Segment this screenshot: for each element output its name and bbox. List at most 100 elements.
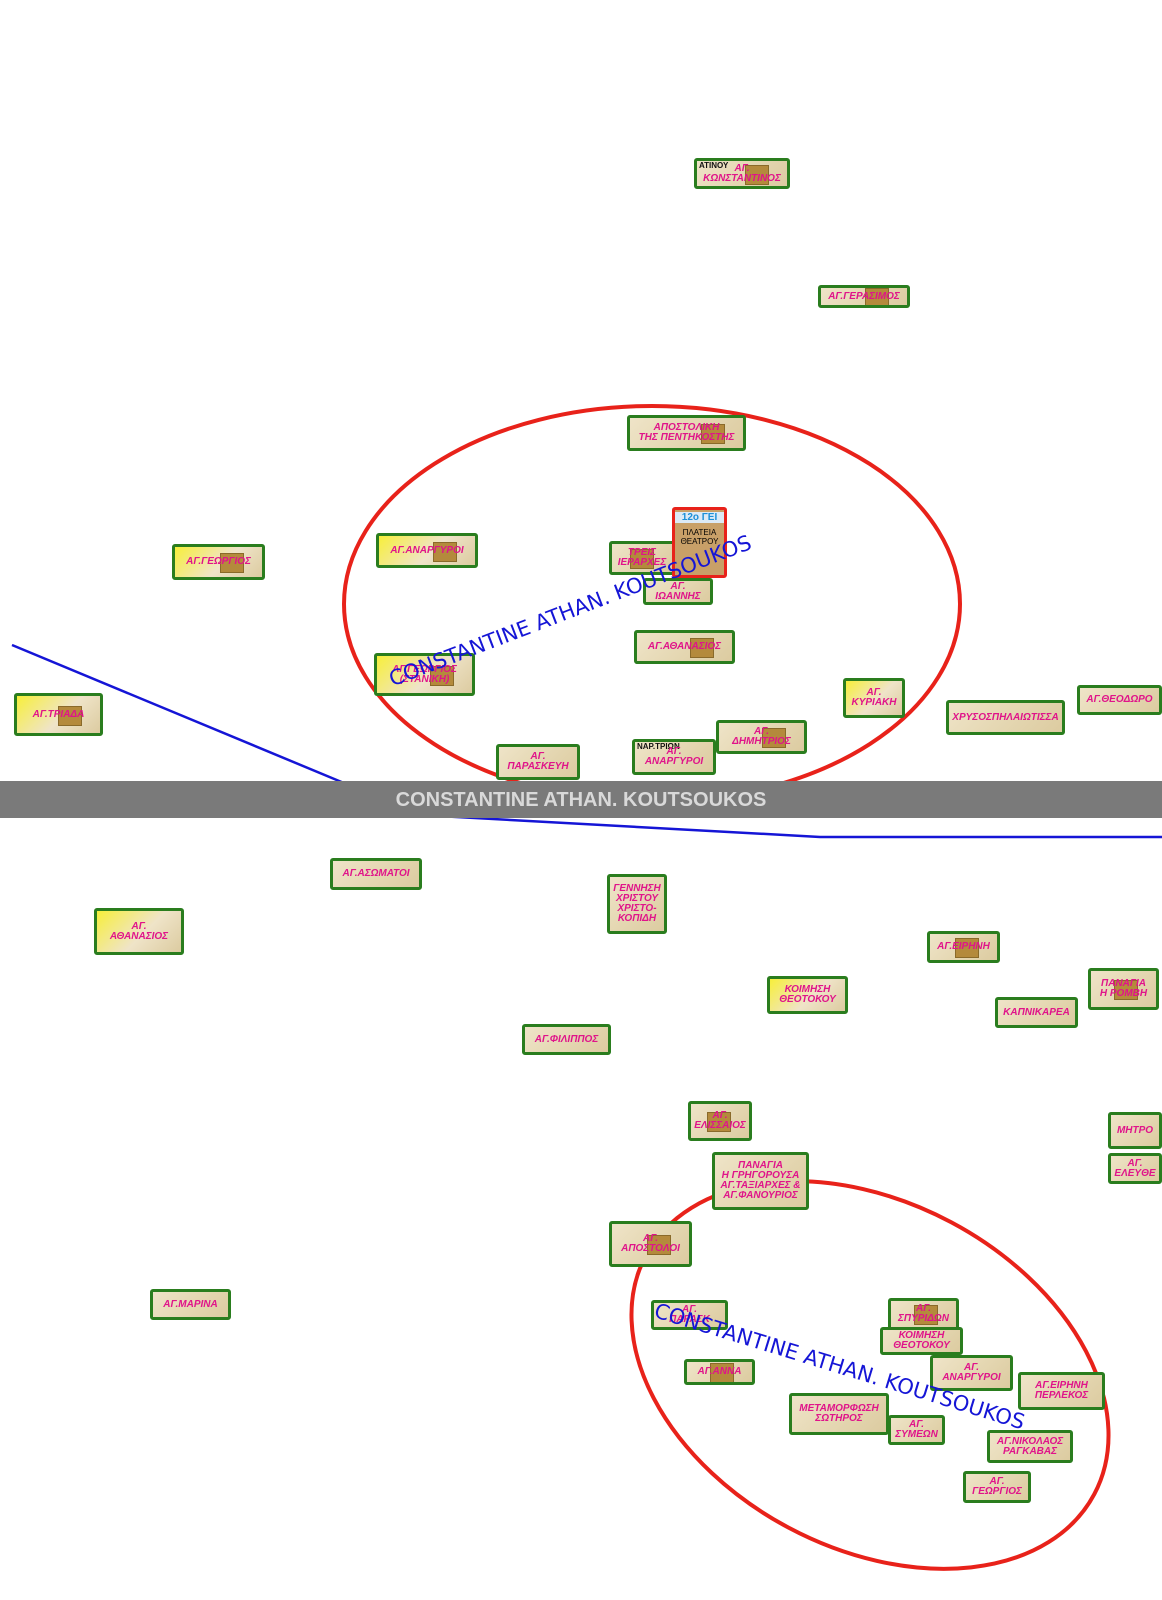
church-label: ΜΗΤΡΟ	[1116, 1124, 1154, 1136]
church-label: ΑΓ. ΠΑΡΑΣΚΕΥΗ	[507, 751, 569, 772]
church-ag-ioannis[interactable]: ΑΓ. ΙΩΑΝΝΗΣ	[643, 578, 713, 605]
church-ag-anargyroi-south[interactable]: ΝΑΡ.ΤΡΙΩΝ ΑΓ. ΑΝΑΡΓΥΡΟΙ	[632, 739, 716, 775]
church-ag-theodoroi[interactable]: ΑΓ.ΘΕΟΔΩΡΟ	[1077, 685, 1162, 715]
church-label: ΑΓ. ΣΥΜΕΩΝ	[895, 1419, 938, 1440]
church-building-icon	[707, 1112, 731, 1132]
church-ag-asomatoi[interactable]: ΑΓ.ΑΣΩΜΑΤΟΙ	[330, 858, 422, 890]
church-label: ΑΓ. ΑΝΑΡΓΥΡΟΙ	[644, 746, 704, 767]
church-ag-athanasios[interactable]: ΑΓ.ΑΘΑΝΑΣΙΟΣ	[634, 630, 735, 664]
church-building-icon	[58, 705, 82, 726]
church-label: ΑΓ.ΜΑΡΙΝΑ	[163, 1298, 218, 1310]
church-label: ΑΓ.ΝΙΚΟΛΑΟΣ ΡΑΓΚΑΒΑΣ	[996, 1435, 1064, 1457]
church-ag-athanasios-west[interactable]: ΑΓ. ΑΘΑΝΑΣΙΟΣ	[94, 908, 184, 955]
church-label: ΑΓ.ΕΙΡΗΝΗ ΠΕΡΛΕΚΟΣ	[1034, 1380, 1089, 1401]
church-ag-paraskevi[interactable]: ΑΓ. ΠΑΡΑΣΚΕΥΗ	[496, 744, 580, 780]
church-label: ΑΓ. ΑΠΟΣΤΟΛΟΙ	[621, 1233, 680, 1254]
church-label: ΜΕΤΑΜΟΡΦΩΣΗ ΣΩΤΗΡΟΣ	[799, 1403, 879, 1424]
highlight-circle-lower	[629, 1179, 1111, 1571]
church-label: ΑΓ.ΓΕΩΡΓΙΟΣ (ΣΤΑΝΙΚΗ)	[392, 663, 457, 685]
street-label: ΑΤΙΝΟΥ	[699, 161, 729, 170]
church-building-icon	[865, 288, 889, 305]
church-gennisi-christou[interactable]: ΓΕΝΝΗΣΗ ΧΡΙΣΤΟΥ ΧΡΙΣΤΟ- ΚΟΠΙΔΗ	[607, 874, 667, 934]
church-treis-ierarches[interactable]: ΤΡΕΙΣ ΙΕΡΑΡΧΕΣ	[609, 541, 675, 575]
church-ag-symeon[interactable]: ΑΓ. ΣΥΜΕΩΝ	[888, 1415, 945, 1445]
church-label: ΑΓ. ΚΩΝΣΤΑΝΤΙΝΟΣ	[703, 162, 781, 184]
church-label: ΑΓ.ΓΕΩΡΓΙΟΣ	[186, 556, 251, 567]
church-apostoliki-pentikostis[interactable]: ΑΠΟΣΤΟΛΙΚΗ ΤΗΣ ΠΕΝΤΗΚΟΣΤΗΣ	[627, 415, 746, 451]
church-label: ΤΡΕΙΣ ΙΕΡΑΡΧΕΣ	[617, 547, 667, 568]
church-building-icon	[690, 638, 714, 658]
church-panagia-grigorousa[interactable]: ΠΑΝΑΓΙΑ Η ΓΡΗΓΟΡΟΥΣΑ ΑΓ.ΤΑΞΙΑΡΧΕΣ & ΑΓ.Φ…	[712, 1152, 809, 1210]
church-ag-marina[interactable]: ΑΓ.ΜΑΡΙΝΑ	[150, 1289, 231, 1320]
church-ag-eleftherios[interactable]: ΑΓ. ΕΛΕΥΘΕ	[1108, 1153, 1162, 1184]
church-label: ΑΓ.ΑΣΩΜΑΤΟΙ	[342, 868, 410, 879]
church-building-icon	[220, 553, 244, 573]
church-label: ΑΓ. ΠΑΡΑΣΚ	[669, 1304, 710, 1325]
church-building-icon	[710, 1363, 734, 1382]
watermark-banner-text: CONSTANTINE ATHAN. KOUTSOUKOS	[395, 789, 767, 811]
theatre-square[interactable]: 12ο ΓΕΙ ΠΛΑΤΕΙΑ ΘΕΑΤΡΟΥ	[672, 507, 727, 578]
church-koimisi-theotokou-north[interactable]: ΚΟΙΜΗΣΗ ΘΕΟΤΟΚΟΥ	[767, 976, 848, 1014]
church-ag-triada[interactable]: ΑΓ.ΤΡΙΑΔΑ	[14, 693, 103, 736]
church-ag-anargyroi-plaka[interactable]: ΑΓ. ΑΝΑΡΓΥΡΟΙ	[930, 1355, 1013, 1391]
church-label: ΑΓ.ΑΝΑΡΓΥΡΟΙ	[390, 544, 464, 556]
church-building-icon	[430, 665, 454, 686]
church-ag-kyriaki[interactable]: ΑΓ. ΚΥΡΙΑΚΗ	[843, 678, 905, 718]
church-ag-georgios-west[interactable]: ΑΓ.ΓΕΩΡΓΙΟΣ	[172, 544, 265, 580]
church-label: ΠΑΝΑΓΙΑ Η ΓΡΗΓΟΡΟΥΣΑ ΑΓ.ΤΑΞΙΑΡΧΕΣ & ΑΓ.Φ…	[720, 1160, 801, 1201]
church-label: ΚΑΠΝΙΚΑΡΕΑ	[1003, 1006, 1070, 1018]
church-label: ΑΓ. ΕΛΕΥΘΕ	[1114, 1157, 1156, 1179]
theatre-number: 12ο ΓΕΙ	[675, 512, 724, 523]
church-label: ΑΓ.ΤΡΙΑΔΑ	[32, 708, 85, 720]
church-label: ΑΓ.ΑΝΝΑ	[697, 1366, 742, 1377]
church-mitropoli[interactable]: ΜΗΤΡΟ	[1108, 1112, 1162, 1149]
church-ag-gerasimos[interactable]: ΑΓ.ΓΕΡΑΣΙΜΟΣ	[818, 285, 910, 308]
church-ag-dimitrios[interactable]: ΑΓ. ΔΗΜΗΤΡΙΟΣ	[716, 720, 807, 754]
church-kapnikarea[interactable]: ΚΑΠΝΙΚΑΡΕΑ	[995, 997, 1078, 1028]
church-ag-georgios-staniki[interactable]: ΑΓ.ΓΕΩΡΓΙΟΣ (ΣΤΑΝΙΚΗ)	[374, 653, 475, 696]
church-chrysospiliotissa[interactable]: ΧΡΥΣΟΣΠΗΛΑΙΩΤΙΣΣΑ	[946, 700, 1065, 735]
church-ag-filippos[interactable]: ΑΓ.ΦΙΛΙΠΠΟΣ	[522, 1024, 611, 1055]
church-koimisi-theotokou-south[interactable]: ΚΟΙΜΗΣΗ ΘΕΟΤΟΚΟΥ	[880, 1327, 963, 1355]
church-metamorfosi-sotiros[interactable]: ΜΕΤΑΜΟΡΦΩΣΗ ΣΩΤΗΡΟΣ	[789, 1393, 889, 1435]
church-label: ΑΓ.ΓΕΡΑΣΙΜΟΣ	[828, 290, 900, 302]
church-label: ΑΓ.ΕΙΡΗΝΗ	[937, 941, 990, 952]
church-label: ΚΟΙΜΗΣΗ ΘΕΟΤΟΚΟΥ	[779, 984, 836, 1005]
church-building-icon	[630, 549, 654, 569]
church-label: ΑΓ. ΑΝΑΡΓΥΡΟΙ	[942, 1362, 1001, 1383]
church-building-icon	[433, 541, 457, 562]
church-label: ΑΓ. ΕΛΙΣΣΑΙΟΣ	[694, 1110, 746, 1131]
church-label: ΑΓ.ΘΕΟΔΩΡΟ	[1086, 694, 1153, 705]
church-ag-eirini[interactable]: ΑΓ.ΕΙΡΗΝΗ	[927, 931, 1000, 963]
church-label: ΑΓ. ΚΥΡΙΑΚΗ	[851, 687, 897, 708]
theatre-square-label: ΠΛΑΤΕΙΑ ΘΕΑΤΡΟΥ	[680, 528, 719, 546]
church-ag-nikolaos-ragkavas[interactable]: ΑΓ.ΝΙΚΟΛΑΟΣ ΡΑΓΚΑΒΑΣ	[987, 1430, 1073, 1463]
church-label: ΑΠΟΣΤΟΛΙΚΗ ΤΗΣ ΠΕΝΤΗΚΟΣΤΗΣ	[638, 422, 735, 443]
church-ag-anna[interactable]: ΑΓ.ΑΝΝΑ	[684, 1359, 755, 1385]
church-building-icon	[1114, 980, 1138, 1000]
church-label: ΑΓ. ΣΠΥΡΙΔΩΝ	[898, 1303, 949, 1324]
church-ag-anargyroi[interactable]: ΑΓ.ΑΝΑΡΓΥΡΟΙ	[376, 533, 478, 568]
church-panagia-romvi[interactable]: ΠΑΝΑΓΙΑ Η ΡΟΜΒΗ	[1088, 968, 1159, 1010]
church-building-icon	[745, 164, 769, 185]
church-ag-apostoloi[interactable]: ΑΓ. ΑΠΟΣΤΟΛΟΙ	[609, 1221, 692, 1267]
church-ag-elissaios[interactable]: ΑΓ. ΕΛΙΣΣΑΙΟΣ	[688, 1101, 752, 1141]
church-label: ΑΓ. ΙΩΑΝΝΗΣ	[655, 580, 701, 602]
church-building-icon	[647, 1235, 671, 1255]
church-ag-paraskevi-south[interactable]: ΑΓ. ΠΑΡΑΣΚ	[651, 1300, 728, 1330]
church-label: ΚΟΙΜΗΣΗ ΘΕΟΤΟΚΟΥ	[893, 1330, 950, 1351]
church-label: ΑΓ.ΦΙΛΙΠΠΟΣ	[534, 1033, 599, 1045]
church-ag-georgios-south[interactable]: ΑΓ. ΓΕΩΡΓΙΟΣ	[963, 1471, 1031, 1503]
street-label: ΝΑΡ.ΤΡΙΩΝ	[637, 742, 680, 751]
church-label: ΑΓ. ΔΗΜΗΤΡΙΟΣ	[732, 726, 791, 747]
church-ag-spyridon[interactable]: ΑΓ. ΣΠΥΡΙΔΩΝ	[888, 1298, 959, 1330]
watermark-banner: CONSTANTINE ATHAN. KOUTSOUKOS	[0, 781, 1162, 818]
church-label: ΑΓ. ΓΕΩΡΓΙΟΣ	[972, 1476, 1022, 1497]
church-building-icon	[701, 424, 725, 444]
church-label: ΑΓ.ΑΘΑΝΑΣΙΟΣ	[647, 641, 722, 652]
church-building-icon	[914, 1305, 938, 1325]
church-ag-eirini-perlekos[interactable]: ΑΓ.ΕΙΡΗΝΗ ΠΕΡΛΕΚΟΣ	[1018, 1372, 1105, 1410]
church-label: ΓΕΝΝΗΣΗ ΧΡΙΣΤΟΥ ΧΡΙΣΤΟ- ΚΟΠΙΔΗ	[613, 883, 661, 924]
church-ag-konstantinos[interactable]: ΑΤΙΝΟΥ ΑΓ. ΚΩΝΣΤΑΝΤΙΝΟΣ	[694, 158, 790, 189]
